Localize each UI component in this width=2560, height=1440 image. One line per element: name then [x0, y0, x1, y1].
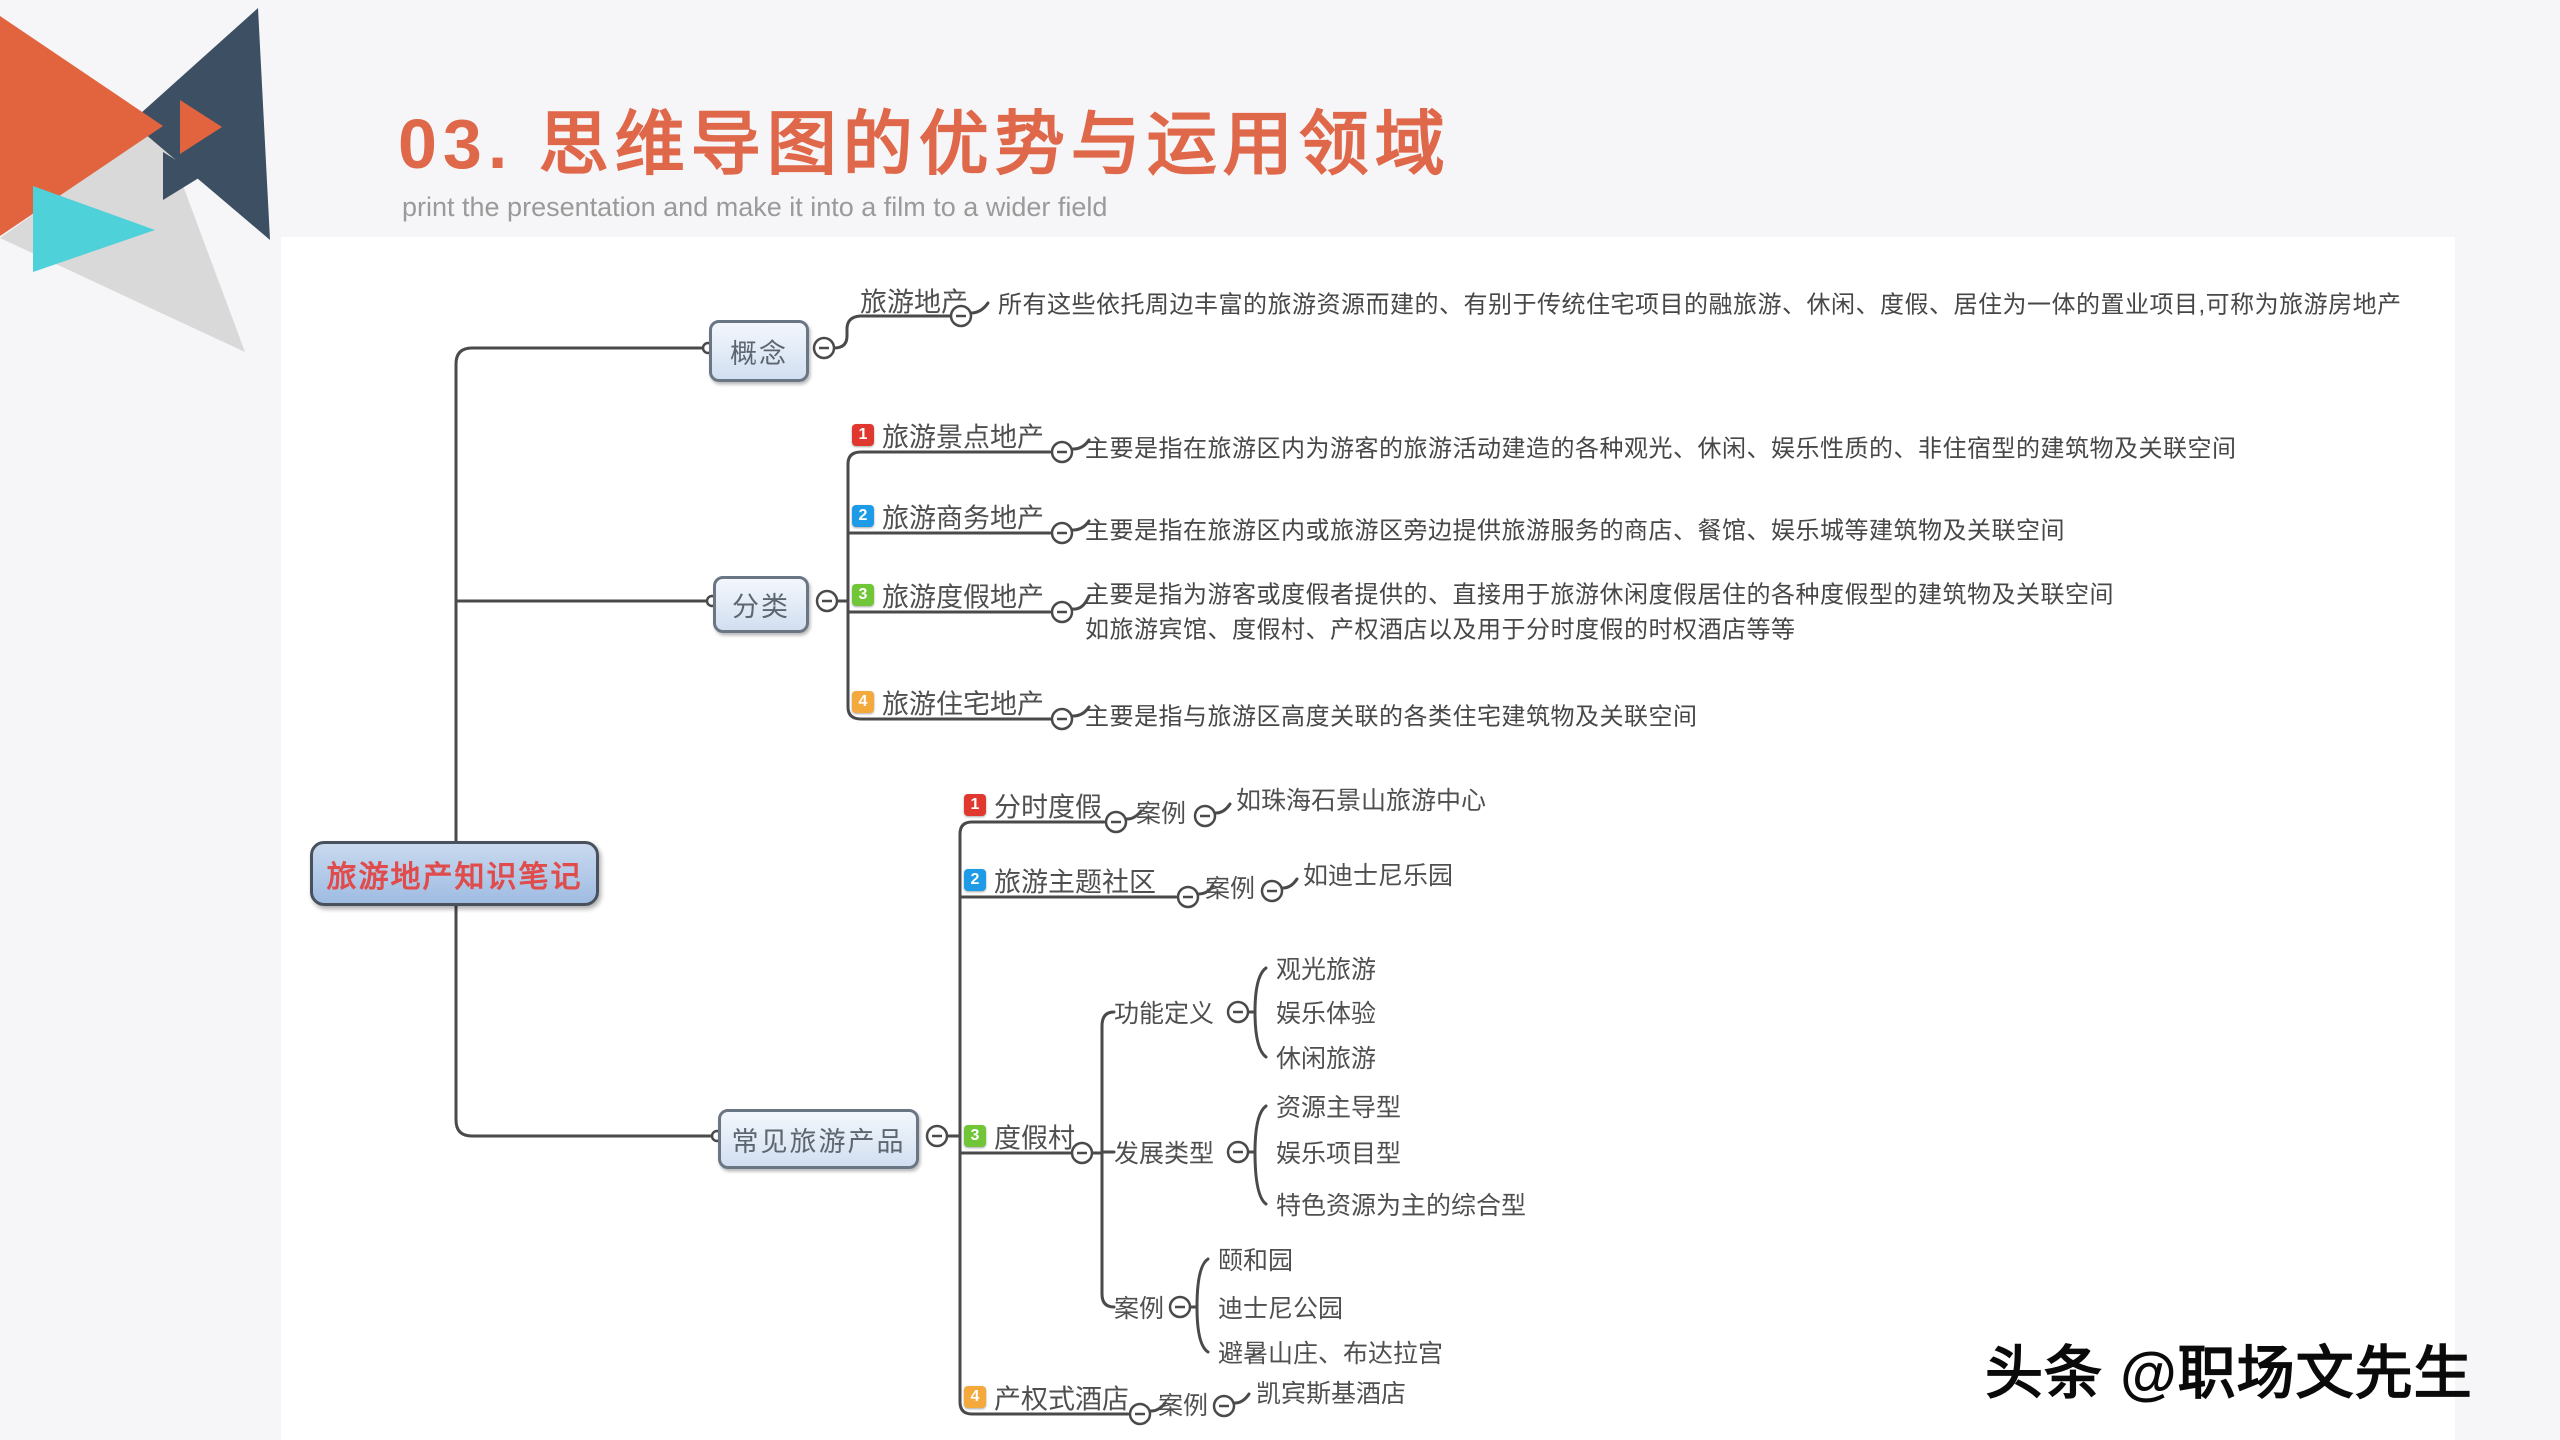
topic-description: 主要是指为游客或度假者提供的、直接用于旅游休闲度假居住的各种度假型的建筑物及关联…	[1085, 581, 2114, 609]
topic-description: 所有这些依托周边丰富的旅游资源而建的、有别于传统住宅项目的融旅游、休闲、度假、居…	[998, 291, 2402, 319]
sub-topic-label: 发展类型	[1114, 1140, 1215, 1168]
topic-label: 旅游度假地产	[882, 582, 1044, 613]
root-node-label: 旅游地产知识笔记	[326, 860, 583, 894]
branch-node-concept: 概念	[709, 320, 809, 382]
orange-triangle	[0, 16, 163, 236]
page-subtitle: print the presentation and make it into …	[402, 192, 1108, 222]
number-badge: 1	[852, 424, 874, 446]
page-title: 03. 思维导图的优势与运用领域	[398, 105, 1451, 183]
sub-topic-item: 迪士尼公园	[1218, 1295, 1344, 1323]
sub-topic-item: 颐和园	[1218, 1247, 1294, 1275]
branch-node-label: 概念	[730, 338, 788, 369]
number-badge: 1	[964, 794, 986, 816]
sub-topic-item: 特色资源为主的综合型	[1276, 1192, 1527, 1220]
teal-triangle	[33, 186, 155, 272]
number-badge: 4	[852, 691, 874, 713]
sub-topic-item: 娱乐项目型	[1276, 1140, 1402, 1168]
case-label: 案例	[1205, 875, 1256, 903]
case-text: 如珠海石景山旅游中心	[1236, 787, 1487, 815]
topic-label: 度假村	[994, 1123, 1075, 1154]
sub-topic-label: 案例	[1114, 1295, 1165, 1323]
sub-topic-item: 娱乐体验	[1276, 1000, 1377, 1028]
topic-description: 主要是指与旅游区高度关联的各类住宅建筑物及关联空间	[1085, 703, 1698, 731]
number-badge: 2	[964, 869, 986, 891]
branch-node-label: 分类	[732, 592, 790, 622]
topic-label: 旅游主题社区	[994, 867, 1156, 898]
topic-description: 主要是指在旅游区内或旅游区旁边提供旅游服务的商店、餐馆、娱乐城等建筑物及关联空间	[1085, 517, 2065, 545]
mindmap-canvas	[281, 237, 2455, 1440]
sub-topic-item: 观光旅游	[1276, 956, 1377, 984]
topic-label: 旅游地产	[860, 287, 968, 318]
number-badge: 2	[852, 505, 874, 527]
branch-node-products: 常见旅游产品	[718, 1109, 919, 1169]
sub-topic-item: 避暑山庄、布达拉宫	[1218, 1340, 1444, 1368]
case-label: 案例	[1136, 800, 1187, 828]
number-badge: 3	[964, 1125, 986, 1147]
sub-topic-item: 资源主导型	[1276, 1094, 1402, 1122]
branch-node-classification: 分类	[713, 576, 809, 633]
corner-triangles-decoration	[0, 8, 270, 352]
topic-label: 旅游住宅地产	[882, 689, 1044, 720]
watermark: 头条 @职场文先生	[1985, 1341, 2473, 1406]
topic-description: 如旅游宾馆、度假村、产权酒店以及用于分时度假的时权酒店等等	[1085, 616, 1796, 644]
topic-description: 主要是指在旅游区内为游客的旅游活动建造的各种观光、休闲、娱乐性质的、非住宿型的建…	[1085, 435, 2237, 463]
sub-topic-label: 功能定义	[1114, 1000, 1215, 1028]
topic-label: 分时度假	[994, 792, 1102, 823]
sub-topic-item: 休闲旅游	[1276, 1045, 1377, 1073]
mindmap-root-node: 旅游地产知识笔记	[310, 841, 599, 906]
case-label: 案例	[1158, 1392, 1209, 1420]
branch-node-label: 常见旅游产品	[731, 1126, 906, 1157]
case-text: 如迪士尼乐园	[1303, 862, 1454, 890]
topic-label: 旅游景点地产	[882, 422, 1044, 453]
number-badge: 3	[852, 584, 874, 606]
topic-label: 旅游商务地产	[882, 503, 1044, 534]
case-text: 凯宾斯基酒店	[1256, 1380, 1407, 1408]
topic-label: 产权式酒店	[994, 1384, 1129, 1415]
number-badge: 4	[964, 1386, 986, 1408]
small-navy-arrow-icon	[163, 152, 202, 200]
small-orange-arrow-icon	[180, 100, 222, 154]
